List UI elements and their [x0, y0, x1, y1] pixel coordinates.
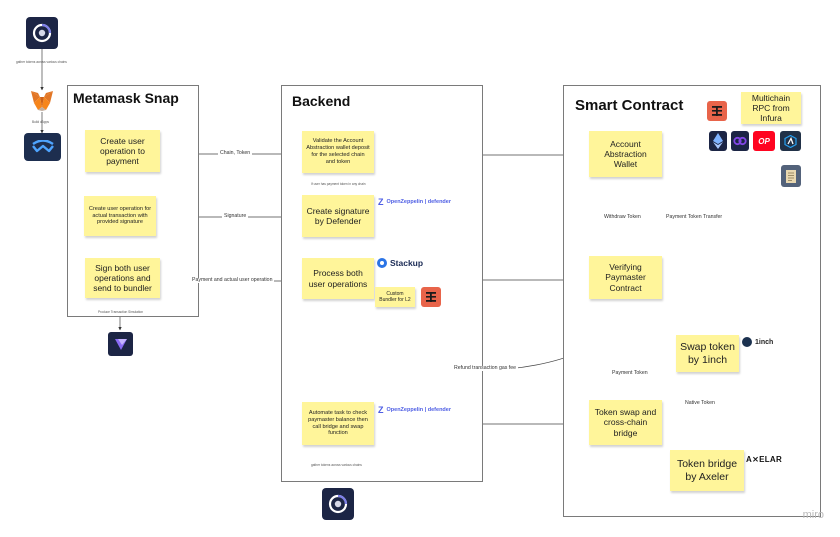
openzeppelin-icon: Z: [378, 405, 384, 415]
edge-label-signature: Signature: [222, 213, 249, 220]
produce-tx-note: Produce Transaction Simulation: [98, 310, 144, 314]
axelar-logo: A⨯ELAR: [746, 455, 782, 464]
metamask-snap-title: Metamask Snap: [73, 90, 179, 106]
oneinch-logo: 1inch: [742, 337, 773, 347]
edge-label-chain-token: Chain, Token: [218, 150, 253, 157]
celo-bottom-icon: [322, 488, 354, 520]
oneinch-icon: [742, 337, 752, 347]
openzeppelin-label-2: OpenZeppelin | defender: [386, 407, 452, 413]
edge-label-payment-token-transfer: Payment Token Transfer: [664, 214, 725, 221]
axelar-label: A⨯ELAR: [746, 455, 783, 464]
backend-title: Backend: [292, 93, 351, 109]
openzeppelin-logo-1: Z OpenZeppelin | defender: [378, 197, 451, 207]
sticky-automate-task[interactable]: Automate task to check paymaster balance…: [302, 402, 374, 445]
edge-label-refund-gas: Refund transaction gas fee: [452, 365, 519, 372]
edge-label-payment-actual: Payment and actual user operation: [190, 277, 275, 284]
oneinch-label: 1inch: [755, 338, 774, 346]
sticky-validate-aa[interactable]: Validate the Account Abstraction wallet …: [302, 131, 374, 173]
sticky-process-both[interactable]: Process both user operations: [302, 258, 374, 299]
openzeppelin-icon: Z: [378, 197, 384, 207]
taiko-icon-backend: [421, 287, 441, 307]
polygon-icon: [731, 131, 749, 151]
sticky-aa-wallet[interactable]: Account Abstraction Wallet: [589, 131, 662, 177]
edge-label-native-token: Native Token: [683, 400, 717, 407]
metamask-fox-icon: [29, 90, 55, 112]
smart-contract-title: Smart Contract: [575, 97, 684, 114]
sticky-create-user-op[interactable]: Create user operation to payment: [85, 130, 160, 172]
stackup-logo: Stackup: [377, 258, 423, 268]
optimism-label: OP: [758, 136, 770, 146]
sticky-create-actual-op[interactable]: Create user operation for actual transac…: [84, 196, 156, 236]
sticky-token-swap[interactable]: Token swap and cross-chain bridge: [589, 400, 662, 445]
taiko-icon: [707, 101, 727, 121]
sticky-token-bridge[interactable]: Token bridge by Axeler: [670, 450, 744, 491]
celo-top-icon: [26, 17, 58, 49]
sticky-verifying-paymaster[interactable]: Verifying Paymaster Contract: [589, 256, 662, 299]
user-no-payment-note: If user has payment token in any chain: [311, 182, 366, 186]
document-icon: [781, 165, 801, 187]
sticky-sign-both[interactable]: Sign both user operations and send to bu…: [85, 258, 160, 298]
sticky-create-sig[interactable]: Create signature by Defender: [302, 195, 374, 237]
edge-label-withdraw-token: Withdraw Token: [602, 214, 643, 221]
sticky-multichain-rpc[interactable]: Multichain RPC from Infura: [741, 92, 801, 124]
stackup-icon: [377, 258, 387, 268]
gather-bottom-note: gather tokens across various chains: [311, 463, 362, 467]
sticky-custom-bundler[interactable]: Custom Bundler for L2: [375, 287, 415, 307]
gather-top-note: gather tokens across various chains: [16, 60, 67, 64]
miro-watermark: miro: [802, 509, 824, 521]
walletconnect-icon: [24, 133, 61, 161]
stackup-label: Stackup: [390, 258, 424, 268]
tenderly-icon: [108, 332, 133, 356]
ethereum-icon: [709, 131, 727, 151]
openzeppelin-label-1: OpenZeppelin | defender: [386, 199, 452, 205]
optimism-icon: OP: [753, 131, 775, 151]
edge-label-payment-token: Payment Token: [610, 370, 650, 377]
arbitrum-icon: [780, 131, 801, 151]
openzeppelin-logo-2: Z OpenZeppelin | defender: [378, 405, 451, 415]
sticky-swap-1inch[interactable]: Swap token by 1inch: [676, 335, 739, 372]
build-dapps-note: Build dApps: [32, 120, 50, 124]
